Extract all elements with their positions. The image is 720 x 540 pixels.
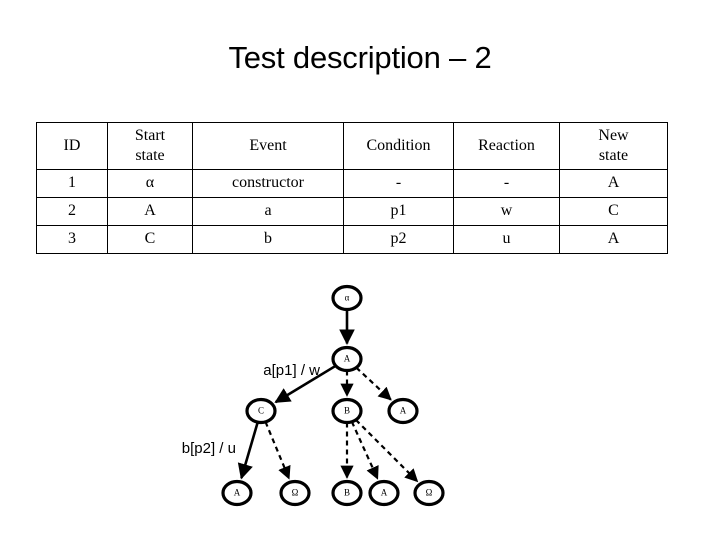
cell-start: C [107, 225, 193, 254]
tree-node: C [245, 397, 277, 425]
tree-node: B [331, 479, 363, 507]
cell-new-state: A [559, 225, 668, 254]
tree-node-label: C [258, 406, 264, 416]
tree-node-label: A [400, 406, 407, 416]
tree-edges [237, 309, 419, 483]
tree-node-circle [245, 397, 277, 425]
tree-node-circle [331, 479, 363, 507]
transition-label: b[p2] / u [182, 440, 236, 457]
tree-node-circle [331, 397, 363, 425]
tree-node: A [221, 479, 253, 507]
cell-condition: p1 [343, 197, 454, 226]
tree-node-circle [221, 479, 253, 507]
cell-id: 3 [36, 225, 108, 254]
column-header-condition: Condition [343, 122, 454, 170]
tree-edge-dashed [350, 421, 379, 480]
cell-reaction: u [453, 225, 560, 254]
cell-new-state: C [559, 197, 668, 226]
tree-node-circle [331, 284, 363, 312]
cell-event: constructor [192, 169, 344, 198]
tree-edge-solid [237, 421, 259, 480]
tree-node-label: α [345, 293, 350, 303]
table-header-row: ID Start state Event Condition Reaction … [36, 122, 668, 170]
tree-node-label: Ω [426, 488, 433, 498]
column-header-id: ID [36, 122, 108, 170]
tree-node: α [331, 284, 363, 312]
cell-condition: p2 [343, 225, 454, 254]
table-row: 1 α constructor - - A [36, 169, 668, 198]
tree-node-label: Ω [292, 488, 299, 498]
tree-transition-labels: a[p1] / w b[p2] / u [182, 362, 320, 457]
table-row: 3 C b p2 u A [36, 225, 668, 254]
tree-node: Ω [413, 479, 445, 507]
column-header-event: Event [192, 122, 344, 170]
cell-id: 2 [36, 197, 108, 226]
tree-node: A [368, 479, 400, 507]
tree-node: A [387, 397, 419, 425]
tree-node-circle [368, 479, 400, 507]
cell-reaction: - [453, 169, 560, 198]
cell-event: b [192, 225, 344, 254]
column-header-reaction: Reaction [453, 122, 560, 170]
table-row: 2 A a p1 w C [36, 197, 668, 226]
tree-node: Ω [279, 479, 311, 507]
tree-node-circle [387, 397, 419, 425]
cell-id: 1 [36, 169, 108, 198]
tree-nodes: αA C B A A Ω B A Ω [221, 284, 445, 507]
table-head: ID Start state Event Condition Reaction … [36, 122, 668, 170]
page-title: Test description – 2 [228, 40, 492, 75]
table-body: 1 α constructor - - A 2 A a p1 w C 3 C b… [36, 169, 668, 254]
tree-node-circle [413, 479, 445, 507]
tree-node-circle [279, 479, 311, 507]
column-header-start: Start state [107, 122, 193, 170]
cell-reaction: w [453, 197, 560, 226]
cell-condition: - [343, 169, 454, 198]
transition-label: a[p1] / w [263, 362, 320, 379]
cell-start: α [107, 169, 193, 198]
tree-node-label: A [234, 488, 241, 498]
cell-start: A [107, 197, 193, 226]
tree-node-label: B [344, 406, 350, 416]
tree-node-label: A [344, 354, 351, 364]
tree-node-circle [331, 345, 363, 373]
cell-new-state: A [559, 169, 668, 198]
tree-node-label: A [381, 488, 388, 498]
cell-event: a [192, 197, 344, 226]
test-description-table: ID Start state Event Condition Reaction … [36, 122, 668, 254]
tree-node-label: B [344, 488, 350, 498]
tree-node: A [331, 345, 363, 373]
tree-edge-solid [274, 364, 337, 404]
spec-table-container: ID Start state Event Condition Reaction … [36, 122, 668, 254]
tree-edge-dashed [355, 419, 419, 483]
tree-edge-dashed [264, 421, 291, 480]
tree-edge-dashed [355, 366, 392, 401]
column-header-new-state: New state [559, 122, 668, 170]
tree-node: B [331, 397, 363, 425]
